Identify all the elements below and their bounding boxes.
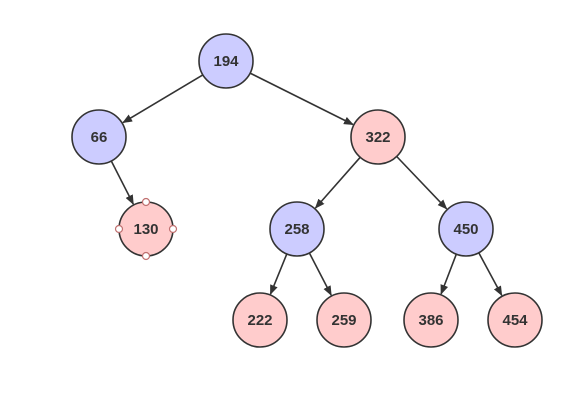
node-label: 322 [365,129,390,146]
edge-arrow-450-to-454[interactable] [478,252,503,297]
edge-arrow-322-to-258[interactable] [314,156,361,209]
edge-arrow-450-to-386[interactable] [440,253,458,295]
tree-node-222[interactable]: 222 [232,292,288,348]
tree-node-259[interactable]: 259 [316,292,372,348]
node-label: 259 [331,312,356,329]
node-circle[interactable] [487,292,543,348]
node-label: 258 [284,221,309,238]
node-label: 194 [213,53,239,70]
node-circle[interactable] [269,201,325,257]
selection-handle-right[interactable] [168,224,178,234]
tree-node-322[interactable]: 322 [350,109,406,165]
tree-node-258[interactable]: 258 [269,201,325,257]
node-label: 66 [91,129,108,146]
node-circle[interactable] [198,33,254,89]
tree-node-130[interactable]: 130 [114,197,178,261]
node-label: 454 [502,312,528,329]
edge-arrow-258-to-222[interactable] [269,253,288,296]
node-label: 450 [453,221,478,238]
tree-node-66[interactable]: 66 [71,109,127,165]
selection-handle-bottom[interactable] [141,251,151,261]
tree-node-450[interactable]: 450 [438,201,494,257]
edges-layer [110,72,503,297]
tree-node-194[interactable]: 194 [198,33,254,89]
tree-node-454[interactable]: 454 [487,292,543,348]
tree-node-386[interactable]: 386 [403,292,459,348]
edge-arrow-322-to-450[interactable] [396,155,448,210]
node-circle[interactable] [71,109,127,165]
node-circle[interactable] [403,292,459,348]
node-circle[interactable] [316,292,372,348]
node-circle[interactable] [438,201,494,257]
node-circle[interactable] [350,109,406,165]
edge-arrow-66-to-130[interactable] [110,160,135,205]
edge-arrow-194-to-322[interactable] [249,72,354,126]
node-circle[interactable] [232,292,288,348]
selection-handle-left[interactable] [114,224,124,234]
nodes-layer: 194 66 322 130 258 450 222 259 386 454 [71,33,543,348]
node-label: 386 [418,312,443,329]
edge-arrow-258-to-259[interactable] [308,252,332,296]
selection-handle-top[interactable] [141,197,151,207]
node-label: 222 [247,312,272,329]
node-label: 130 [133,221,158,238]
edge-arrow-194-to-66[interactable] [122,74,204,124]
